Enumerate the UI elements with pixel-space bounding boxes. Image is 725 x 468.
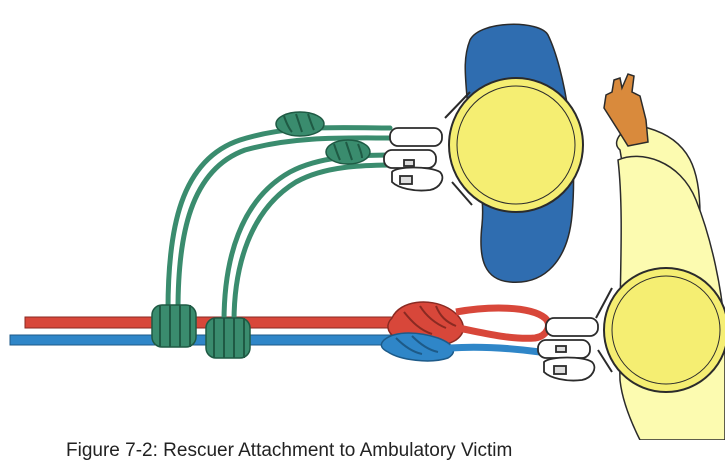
figure-eight-knot <box>381 302 548 361</box>
carabiner-gate-4 <box>556 346 566 352</box>
prusik-hitch-2 <box>206 318 250 358</box>
prusik-hitch-1 <box>152 305 196 347</box>
carabiner-victim-1 <box>390 128 442 146</box>
carabiner-rescuer-3 <box>544 358 594 381</box>
rescue-attachment-diagram <box>0 0 725 440</box>
carabiner-gate-2 <box>404 160 414 166</box>
blue-rope-tail <box>450 347 540 352</box>
victim-helmet <box>449 78 583 212</box>
red-rope-loop <box>456 308 548 338</box>
carabiner-gate-1 <box>400 176 412 184</box>
victim-figure <box>445 24 583 282</box>
rescuer-helmet <box>604 268 725 392</box>
tether-rope-2-inner <box>234 165 398 322</box>
rescuer-figure <box>596 74 725 440</box>
rescuer-hand <box>604 74 648 146</box>
tether-knot-mid <box>326 140 370 164</box>
carabiner-rescuer-1 <box>546 318 598 336</box>
carabiner-gate-3 <box>554 366 566 374</box>
figure-caption: Figure 7-2: Rescuer Attachment to Ambula… <box>66 440 512 462</box>
